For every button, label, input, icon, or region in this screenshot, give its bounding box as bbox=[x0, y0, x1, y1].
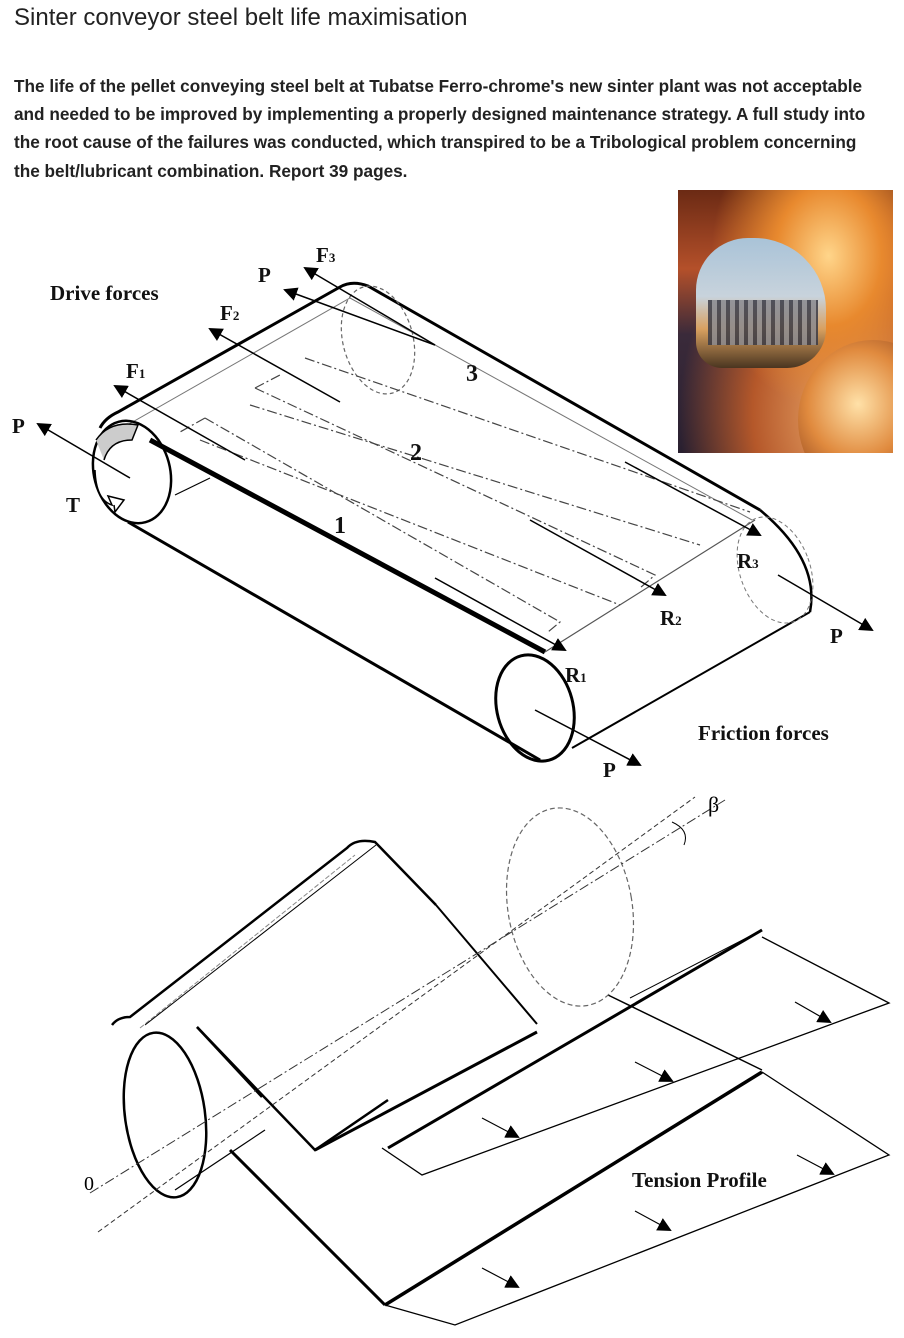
F2-label: F bbox=[220, 301, 233, 325]
axis-beta bbox=[97, 796, 696, 1233]
F3-sub: 3 bbox=[329, 250, 336, 265]
description: The life of the pellet conveying steel b… bbox=[14, 76, 866, 181]
zone-3-label: 3 bbox=[466, 361, 478, 387]
zone-1-label: 1 bbox=[334, 513, 346, 539]
conveyor-belt-diagram bbox=[36, 266, 874, 766]
belt-top-edge bbox=[98, 281, 761, 512]
drive-forces-label: Drive forces bbox=[50, 281, 159, 305]
svg-text:R3: R3 bbox=[737, 549, 759, 573]
P-right-arrow bbox=[777, 574, 874, 632]
R1-label: R bbox=[565, 663, 581, 687]
friction-forces-label: Friction forces bbox=[698, 721, 829, 745]
axis-0 bbox=[89, 799, 726, 1194]
R2-sub: 2 bbox=[675, 613, 682, 628]
F1-sub: 1 bbox=[139, 366, 146, 381]
tension-labels: Tension Profile β 0 bbox=[84, 792, 767, 1195]
zone-2-label: 2 bbox=[410, 440, 422, 466]
photo-plant bbox=[708, 300, 818, 345]
R3-sub: 3 bbox=[752, 556, 759, 571]
R3-arrow bbox=[624, 461, 762, 536]
R3-label: R bbox=[737, 549, 753, 573]
upper-tension-plane bbox=[381, 936, 891, 1176]
F3-arrow bbox=[303, 266, 436, 346]
beta-label: β bbox=[708, 792, 719, 817]
belt-inner-edge bbox=[114, 297, 753, 521]
tension-profile-label: Tension Profile bbox=[632, 1168, 767, 1192]
sheet-lower-edge bbox=[384, 1070, 763, 1307]
R2-arrow bbox=[529, 519, 667, 596]
F1-arrow bbox=[113, 385, 246, 461]
svg-text:F1: F1 bbox=[126, 359, 145, 383]
load-zones bbox=[179, 357, 751, 633]
sheet-upper-edge bbox=[314, 1030, 538, 1152]
tail-roller bbox=[494, 653, 576, 763]
P-bottom-arrow bbox=[534, 709, 642, 766]
P-left-arrow bbox=[36, 422, 131, 479]
svg-text:R1: R1 bbox=[565, 663, 587, 687]
P-label-bottom: P bbox=[603, 758, 616, 782]
refinery-photo bbox=[678, 190, 893, 453]
F1-label: F bbox=[126, 359, 139, 383]
T-label: T bbox=[66, 493, 80, 517]
svg-text:F3: F3 bbox=[316, 243, 336, 267]
P-top-arrow bbox=[283, 287, 436, 346]
origin-label: 0 bbox=[84, 1173, 94, 1195]
svg-text:R2: R2 bbox=[660, 606, 682, 630]
roller-end bbox=[122, 1031, 208, 1199]
torque-arrow-top bbox=[95, 423, 140, 461]
page-title: Sinter conveyor steel belt life maximisa… bbox=[14, 4, 468, 31]
P-label-right: P bbox=[830, 624, 843, 648]
belt-bottom-edge bbox=[127, 520, 541, 762]
F3-label: F bbox=[316, 243, 329, 267]
tension-profile-diagram bbox=[89, 796, 891, 1326]
R2-label: R bbox=[660, 606, 676, 630]
belt-front-edge bbox=[148, 437, 547, 655]
P-label-left: P bbox=[12, 414, 25, 438]
R1-arrow bbox=[434, 577, 567, 651]
F2-sub: 2 bbox=[233, 308, 240, 323]
torque-arrow bbox=[94, 469, 126, 514]
drive-roller bbox=[91, 419, 173, 525]
lower-tension-plane bbox=[384, 1071, 891, 1326]
F2-arrow bbox=[208, 328, 341, 403]
P-label-top: P bbox=[258, 263, 271, 287]
svg-text:F2: F2 bbox=[220, 301, 239, 325]
conveyor-labels: Drive forces Friction forces P P P P T F… bbox=[12, 243, 843, 782]
R1-sub: 1 bbox=[580, 670, 587, 685]
